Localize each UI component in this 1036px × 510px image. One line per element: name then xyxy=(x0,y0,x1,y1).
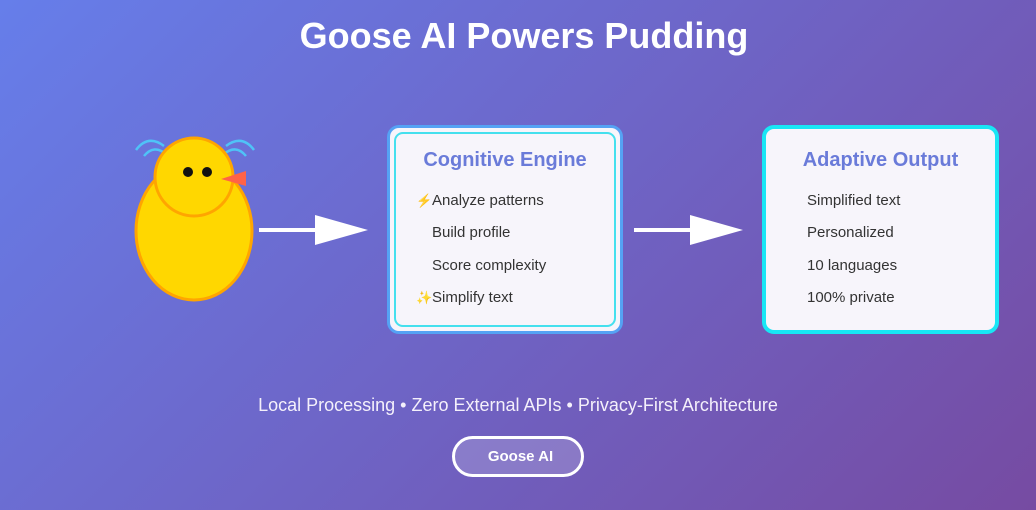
lightning-icon: ⚡ xyxy=(416,193,433,208)
list-item-label: Score complexity xyxy=(432,256,547,274)
sound-wave-right-outer-icon xyxy=(225,139,255,151)
goose-head xyxy=(153,136,235,218)
sound-wave-left-outer-icon xyxy=(135,139,165,151)
cognitive-engine-list: ⚡Analyze patterns Build profile Score co… xyxy=(416,191,546,320)
list-item: ✨Simplify text xyxy=(416,288,546,320)
sparkles-icon: ✨ xyxy=(416,289,433,305)
adaptive-output-card: Adaptive Output Simplified text Personal… xyxy=(762,125,999,334)
goose-eye-right xyxy=(202,167,212,177)
list-item-label: 10 languages xyxy=(807,256,898,274)
list-item-label: Build profile xyxy=(432,224,511,242)
page-title-text: Goose AI Powers Pudding xyxy=(299,15,749,56)
cognitive-engine-title: Cognitive Engine xyxy=(423,149,587,171)
list-item: ⚡Analyze patterns xyxy=(416,191,546,223)
adaptive-output-list: Simplified text Personalized 10 language… xyxy=(791,191,900,320)
goose-mascot-icon xyxy=(134,136,255,302)
adaptive-output-title: Adaptive Output xyxy=(802,149,959,171)
list-item-label: Analyze patterns xyxy=(432,192,544,209)
goose-beak xyxy=(221,171,246,186)
page-title: Goose AI Powers Pudding xyxy=(0,14,1036,58)
list-item: Build profile xyxy=(416,223,546,255)
list-item-label: Simplified text xyxy=(807,192,901,209)
goose-ai-badge-label: Goose AI xyxy=(487,448,554,465)
list-item-label: Simplify text xyxy=(432,288,513,306)
flow-arrow-1 xyxy=(259,215,368,245)
cognitive-engine-card: Cognitive Engine ⚡Analyze patterns Build… xyxy=(387,125,623,334)
list-item-label: 100% private xyxy=(807,288,895,306)
tagline: Local Processing • Zero External APIs • … xyxy=(258,395,778,415)
list-item: Personalized xyxy=(791,223,900,255)
goose-ai-badge[interactable]: Goose AI xyxy=(452,436,584,477)
list-item: 100% private xyxy=(791,288,900,320)
list-item-label: Personalized xyxy=(807,224,894,242)
goose-eye-left xyxy=(183,167,193,177)
list-item: Score complexity xyxy=(416,256,546,288)
flow-arrow-2 xyxy=(634,215,743,245)
list-item: Simplified text xyxy=(791,191,900,223)
list-item: 10 languages xyxy=(791,256,900,288)
